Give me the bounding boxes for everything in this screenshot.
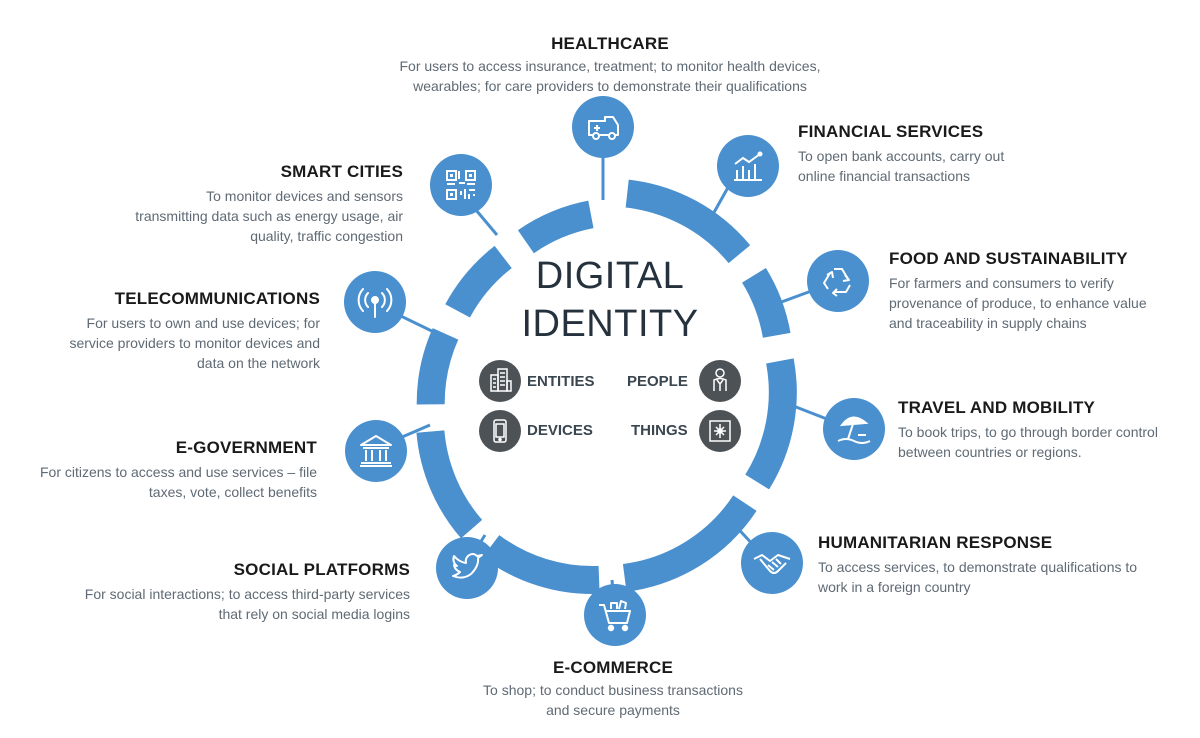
ecommerce-desc: To shop; to conduct business transaction… bbox=[413, 680, 813, 720]
healthcare-desc-line: wearables; for care providers to demonst… bbox=[413, 78, 807, 94]
food-desc: For farmers and consumers to verify prov… bbox=[889, 273, 1194, 333]
core-title-line1: DIGITAL bbox=[535, 255, 685, 297]
package-icon bbox=[709, 420, 731, 442]
ecommerce-node bbox=[584, 584, 646, 646]
food-desc-line: For farmers and consumers to verify bbox=[889, 275, 1114, 291]
smartcities-desc-line: transmitting data such as energy usage, … bbox=[135, 208, 403, 224]
devices-node bbox=[479, 410, 521, 452]
financial-desc-line: online financial transactions bbox=[798, 168, 970, 184]
travel-desc-line: between countries or regions. bbox=[898, 444, 1082, 460]
ring-segment bbox=[625, 179, 751, 264]
healthcare-desc: For users to access insurance, treatment… bbox=[330, 56, 890, 96]
travel-title: TRAVEL AND MOBILITY bbox=[898, 398, 1096, 417]
social-block: SOCIAL PLATFORMS For social interactions… bbox=[20, 559, 410, 624]
travel-block: TRAVEL AND MOBILITY To book trips, to go… bbox=[898, 397, 1198, 462]
financial-node bbox=[717, 135, 779, 197]
entities-node bbox=[479, 360, 521, 402]
humanitarian-desc-line: work in a foreign country bbox=[818, 579, 971, 595]
healthcare-desc-line: For users to access insurance, treatment… bbox=[399, 58, 821, 74]
qr-code-icon bbox=[446, 170, 476, 200]
people-node bbox=[699, 360, 741, 402]
food-desc-line: and traceability in supply chains bbox=[889, 315, 1087, 331]
things-node bbox=[699, 410, 741, 452]
ring-segment bbox=[741, 267, 791, 339]
government-building-icon bbox=[360, 435, 392, 467]
telecom-title: TELECOMMUNICATIONS bbox=[114, 289, 320, 308]
core-title: DIGITAL IDENTITY bbox=[500, 252, 720, 348]
ring-segment bbox=[517, 200, 594, 254]
handshake-icon bbox=[753, 554, 791, 574]
person-icon bbox=[713, 368, 727, 391]
ring-segment bbox=[416, 430, 483, 539]
ecommerce-title: E-COMMERCE bbox=[552, 658, 674, 677]
telecom-desc: For users to own and use devices; for se… bbox=[20, 313, 320, 373]
smartcities-title: SMART CITIES bbox=[280, 162, 403, 181]
egov-block: E-GOVERNMENT For citizens to access and … bbox=[5, 437, 317, 502]
social-title: SOCIAL PLATFORMS bbox=[233, 560, 410, 579]
food-block: FOOD AND SUSTAINABILITY For farmers and … bbox=[889, 248, 1194, 333]
healthcare-title: HEALTHCARE bbox=[551, 34, 669, 53]
smartcities-node bbox=[430, 154, 492, 216]
ecommerce-block: E-COMMERCE To shop; to conduct business … bbox=[413, 657, 813, 720]
smartcities-desc: To monitor devices and sensors transmitt… bbox=[80, 186, 403, 246]
social-desc: For social interactions; to access third… bbox=[20, 584, 410, 624]
telecom-desc-line: data on the network bbox=[197, 355, 320, 371]
smartcities-desc-line: quality, traffic congestion bbox=[250, 228, 403, 244]
humanitarian-desc: To access services, to demonstrate quali… bbox=[818, 557, 1193, 597]
smartcities-block: SMART CITIES To monitor devices and sens… bbox=[80, 161, 403, 246]
financial-desc: To open bank accounts, carry out online … bbox=[798, 146, 1178, 186]
recycle-icon bbox=[823, 268, 851, 297]
egov-node bbox=[345, 420, 407, 482]
financial-desc-line: To open bank accounts, carry out bbox=[798, 148, 1005, 164]
egov-desc-line: taxes, vote, collect benefits bbox=[148, 484, 317, 500]
food-title: FOOD AND SUSTAINABILITY bbox=[889, 249, 1128, 268]
devices-label: DEVICES bbox=[527, 422, 593, 439]
broadcast-icon bbox=[357, 288, 393, 318]
egov-title: E-GOVERNMENT bbox=[175, 438, 317, 457]
shopping-cart-icon bbox=[599, 600, 631, 632]
smartcities-desc-line: To monitor devices and sensors bbox=[206, 188, 403, 204]
egov-desc-line: For citizens to access and use services … bbox=[39, 464, 317, 480]
core-title-line2: IDENTITY bbox=[521, 303, 699, 345]
food-node bbox=[807, 250, 869, 312]
smartphone-icon bbox=[493, 419, 507, 443]
healthcare-node bbox=[572, 96, 634, 158]
food-desc-line: provenance of produce, to enhance value bbox=[889, 295, 1147, 311]
humanitarian-title: HUMANITARIAN RESPONSE bbox=[818, 533, 1053, 552]
telecom-desc-line: service providers to monitor devices and bbox=[69, 335, 320, 351]
ecommerce-desc-line: and secure payments bbox=[546, 702, 680, 718]
identity-ring bbox=[416, 179, 797, 594]
social-desc-line: that rely on social media logins bbox=[218, 606, 410, 622]
ambulance-icon bbox=[588, 116, 619, 140]
ring-segment bbox=[416, 328, 459, 405]
telecom-block: TELECOMMUNICATIONS For users to own and … bbox=[20, 288, 320, 373]
ring-segment bbox=[482, 534, 600, 594]
ecommerce-desc-line: To shop; to conduct business transaction… bbox=[483, 682, 743, 698]
humanitarian-desc-line: To access services, to demonstrate quali… bbox=[818, 559, 1138, 575]
financial-block: FINANCIAL SERVICES To open bank accounts… bbox=[798, 121, 1178, 186]
ring-segment bbox=[445, 245, 513, 318]
ring-segment bbox=[745, 358, 797, 490]
travel-desc: To book trips, to go through border cont… bbox=[898, 422, 1198, 462]
beach-umbrella-icon bbox=[837, 416, 871, 444]
ring-segment bbox=[622, 495, 757, 592]
entities-label: ENTITIES bbox=[527, 373, 595, 390]
telecom-node bbox=[344, 271, 406, 333]
egov-desc: For citizens to access and use services … bbox=[5, 462, 317, 502]
people-label: PEOPLE bbox=[627, 373, 688, 390]
financial-title: FINANCIAL SERVICES bbox=[798, 122, 984, 141]
twitter-bird-icon bbox=[452, 553, 483, 579]
travel-node bbox=[823, 398, 885, 460]
telecom-desc-line: For users to own and use devices; for bbox=[86, 315, 320, 331]
humanitarian-node bbox=[741, 532, 803, 594]
social-desc-line: For social interactions; to access third… bbox=[84, 586, 410, 602]
humanitarian-block: HUMANITARIAN RESPONSE To access services… bbox=[818, 532, 1193, 597]
buildings-icon bbox=[490, 368, 512, 392]
social-node bbox=[436, 537, 498, 599]
things-label: THINGS bbox=[631, 422, 688, 439]
travel-desc-line: To book trips, to go through border cont… bbox=[898, 424, 1158, 440]
healthcare-block: HEALTHCARE For users to access insurance… bbox=[330, 33, 890, 96]
chart-icon bbox=[734, 151, 763, 181]
